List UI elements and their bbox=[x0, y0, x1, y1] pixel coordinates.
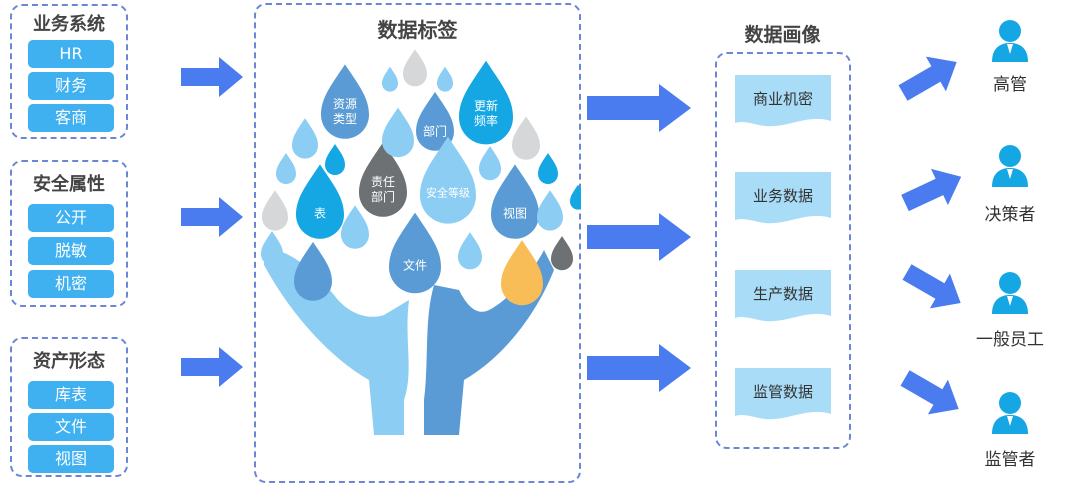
chip-merchant: 客商 bbox=[28, 104, 114, 132]
tag-drop bbox=[570, 184, 581, 210]
tag-label-security-level: 安全等级 bbox=[426, 186, 470, 200]
tag-tree-illustration bbox=[261, 49, 581, 435]
person-icon bbox=[990, 18, 1030, 66]
tag-drop bbox=[262, 190, 288, 231]
group-business-systems: 业务系统 HR 财务 客商 bbox=[10, 4, 128, 139]
tag-drop bbox=[437, 66, 453, 92]
chip-view: 视图 bbox=[28, 445, 114, 473]
arrow-icon bbox=[895, 360, 969, 427]
data-profile-panel bbox=[715, 52, 851, 449]
tag-drop bbox=[479, 146, 501, 181]
tag-drop bbox=[382, 66, 398, 92]
tag-drop bbox=[276, 153, 296, 184]
chip-public: 公开 bbox=[28, 204, 114, 232]
chip-table: 库表 bbox=[28, 381, 114, 409]
tag-drop bbox=[403, 49, 427, 87]
arrow-icon bbox=[587, 344, 691, 392]
arrow-icon bbox=[893, 44, 967, 111]
profile-item: 监管数据 bbox=[735, 368, 831, 422]
tag-label-table: 表 bbox=[313, 206, 327, 221]
tag-label-file: 文件 bbox=[402, 258, 428, 273]
group-security-attributes: 安全属性 公开 脱敏 机密 bbox=[10, 160, 128, 307]
document-shape bbox=[735, 270, 831, 322]
tag-drop bbox=[389, 212, 441, 294]
tag-drop bbox=[491, 164, 539, 239]
arrow-icon bbox=[181, 347, 243, 387]
group-asset-forms: 资产形态 库表 文件 视图 bbox=[10, 337, 128, 477]
tag-drop bbox=[537, 190, 563, 231]
arrow-icon bbox=[897, 254, 971, 321]
user-role-label: 一般员工 bbox=[976, 330, 1044, 350]
profile-item: 生产数据 bbox=[735, 270, 831, 324]
tag-drop bbox=[501, 240, 543, 306]
document-shape bbox=[735, 368, 831, 420]
tag-drop bbox=[420, 136, 476, 224]
arrow-icon bbox=[587, 213, 691, 261]
tag-label-update-frequency: 更新频率 bbox=[473, 99, 498, 128]
tag-drop bbox=[294, 241, 332, 301]
tag-drop bbox=[416, 91, 454, 151]
group-title: 业务系统 bbox=[33, 14, 105, 35]
tag-drop bbox=[341, 205, 369, 249]
profile-item-label: 商业机密 bbox=[752, 90, 813, 108]
user-role-label: 监管者 bbox=[984, 450, 1036, 470]
arrow-icon bbox=[181, 57, 243, 97]
profile-item-label: 监管数据 bbox=[752, 383, 813, 401]
tag-drop bbox=[321, 64, 369, 139]
tag-drop bbox=[382, 107, 414, 158]
person-icon bbox=[990, 390, 1030, 438]
document-shape bbox=[735, 75, 831, 127]
user-role-label: 决策者 bbox=[984, 205, 1036, 225]
tag-drop bbox=[538, 153, 558, 184]
profile-item: 商业机密 bbox=[735, 75, 831, 129]
tag-drop bbox=[551, 236, 573, 271]
chip-file: 文件 bbox=[28, 413, 114, 441]
arrow-icon bbox=[587, 84, 691, 132]
tag-drop bbox=[459, 60, 513, 145]
tag-drop bbox=[512, 116, 540, 160]
data-tags-panel bbox=[254, 3, 581, 483]
tag-drop bbox=[458, 232, 482, 270]
group-title: 安全属性 bbox=[33, 174, 105, 195]
chip-masked: 脱敏 bbox=[28, 237, 114, 265]
tag-drop bbox=[359, 142, 407, 217]
tag-label-responsible-department: 责任部门 bbox=[370, 175, 395, 204]
data-tags-title: 数据标签 bbox=[377, 18, 458, 42]
arrow-icon bbox=[181, 197, 243, 237]
chip-confidential: 机密 bbox=[28, 270, 114, 298]
tag-drop bbox=[261, 231, 283, 266]
tag-label-resource-type: 资源类型 bbox=[332, 97, 357, 126]
tag-drop bbox=[292, 118, 318, 159]
data-profile-title: 数据画像 bbox=[744, 24, 821, 46]
tag-drop bbox=[296, 164, 344, 239]
user-role-label: 高管 bbox=[993, 75, 1027, 95]
profile-item-label: 生产数据 bbox=[752, 285, 813, 303]
chip-hr: HR bbox=[28, 40, 114, 68]
person-icon bbox=[990, 270, 1030, 318]
tag-label-department: 部门 bbox=[422, 124, 448, 139]
profile-item: 业务数据 bbox=[735, 172, 831, 226]
tag-label-view: 视图 bbox=[502, 206, 528, 221]
chip-finance: 财务 bbox=[28, 72, 114, 100]
group-title: 资产形态 bbox=[33, 351, 105, 372]
document-shape bbox=[735, 172, 831, 224]
person-icon bbox=[990, 143, 1030, 191]
tag-drop bbox=[325, 144, 345, 175]
left-hand bbox=[264, 249, 409, 435]
arrow-icon bbox=[896, 158, 970, 222]
profile-item-label: 业务数据 bbox=[752, 187, 813, 205]
